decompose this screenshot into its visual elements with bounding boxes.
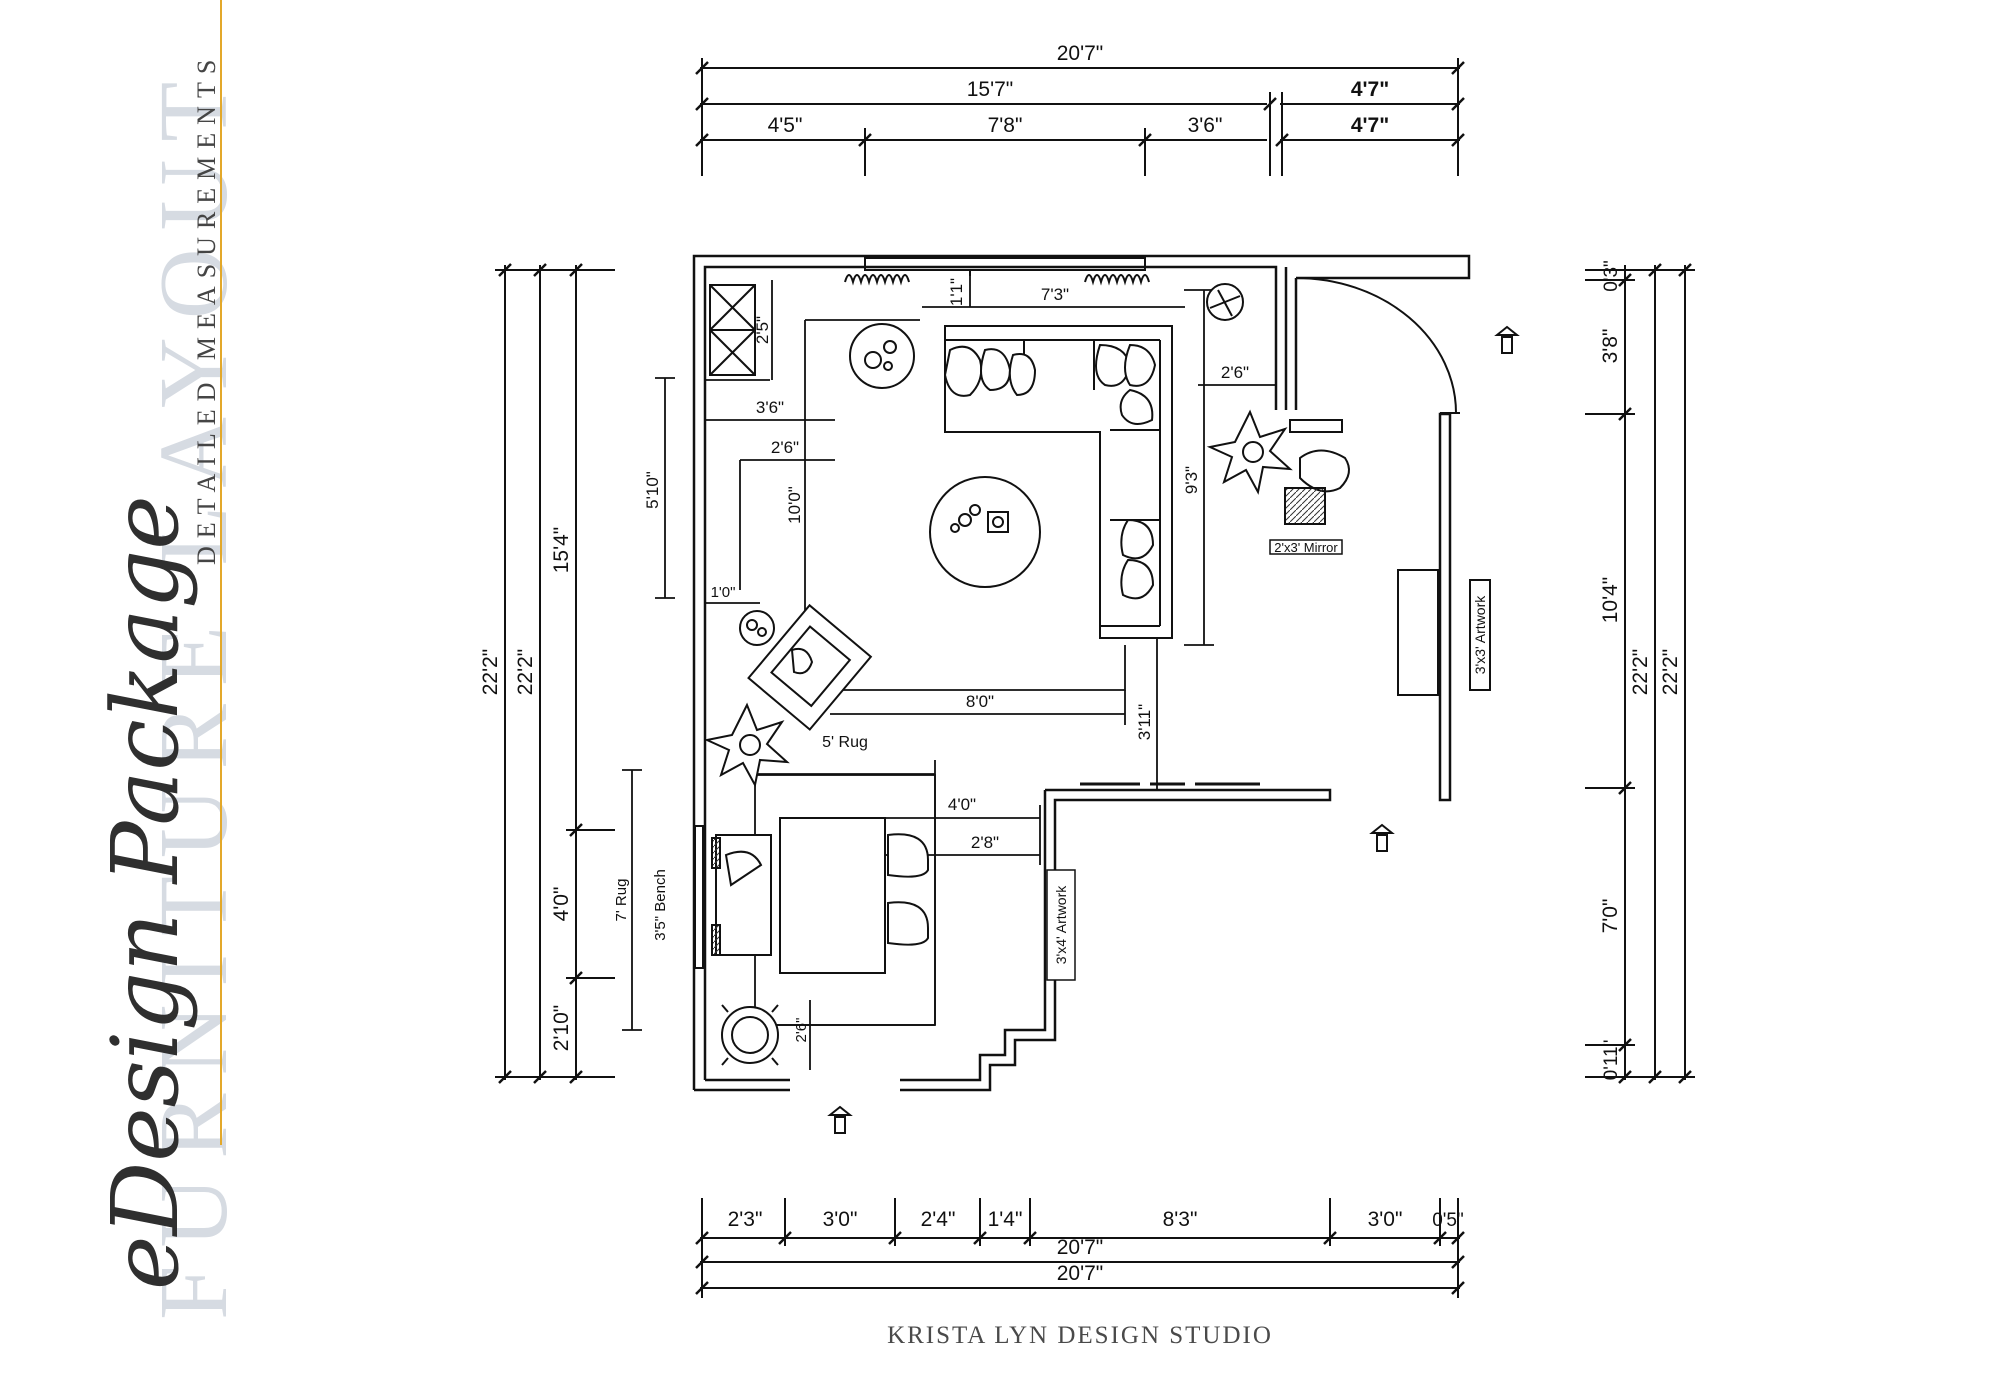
label-sofa-depth: 9'3" (1182, 466, 1201, 494)
dim-bottom-total-a: 20'7" (1057, 1236, 1104, 1259)
dim-top-seg4: 4'7" (1351, 114, 1389, 137)
label-walkway: 3'11" (1135, 704, 1154, 740)
label-chair-gap: 1'0" (711, 584, 736, 601)
label-artwork-right: 3'x3' Artwork (1472, 595, 1488, 674)
label-sofa-to-door: 2'6" (1221, 363, 1249, 382)
label-chair-bottom: 2'6" (793, 1018, 810, 1043)
dim-right-seg5: 0'11" (1601, 1040, 1622, 1081)
cabinet (709, 284, 756, 376)
label-wall-span: 5'10" (643, 471, 662, 509)
label-stool-clearance: 2'8" (971, 833, 999, 852)
dim-bottom-seg7: 0'5" (1432, 1210, 1464, 1231)
label-artwork-left: 3'x4' Artwork (1053, 885, 1069, 964)
dim-bottom-seg4: 1'4" (988, 1208, 1023, 1231)
dim-top-right: 4'7" (1351, 78, 1389, 101)
entry-arrow-top (1494, 325, 1520, 354)
label-rug-depth: 10'0" (785, 486, 804, 524)
label-rug-5: 5' Rug (822, 734, 868, 751)
label-chair-clearance: 2'6" (771, 438, 799, 457)
left-window (694, 825, 704, 969)
dim-right-total-a: 22'2" (1629, 649, 1652, 696)
label-rug-7: 7' Rug (613, 879, 630, 922)
dim-right-seg1: 0'3" (1601, 260, 1622, 292)
entry-console (1284, 419, 1350, 525)
top-windows (844, 257, 1150, 286)
left-dimensions (495, 263, 615, 1084)
dim-left-upper: 15'4" (550, 527, 573, 574)
top-dimensions (695, 58, 1465, 176)
dim-bottom-seg2: 3'0" (823, 1208, 858, 1231)
dim-right-total-b: 22'2" (1659, 649, 1682, 696)
dim-top-left: 15'7" (967, 78, 1014, 101)
dim-bottom-total-b: 20'7" (1057, 1262, 1104, 1285)
plant-left (703, 702, 790, 788)
dim-bottom-seg3: 2'4" (921, 1208, 956, 1231)
studio-name: KRISTA LYN DESIGN STUDIO (887, 1322, 1273, 1349)
entry-arrow-mid (1369, 823, 1395, 852)
label-sofa-top-gap: 1'1" (947, 278, 966, 306)
dim-right-seg2: 3'8" (1599, 329, 1622, 364)
label-table-clearance: 4'0" (948, 795, 976, 814)
bottom-dimensions (695, 1198, 1465, 1298)
dim-top-seg1: 4'5" (768, 114, 803, 137)
door-swing (1295, 277, 1457, 414)
side-table-top (849, 323, 915, 389)
label-bench: 3'5" Bench (652, 869, 669, 941)
accent-chair (721, 1004, 779, 1066)
armchair (747, 603, 873, 731)
sidebar: FURNITURE LAYOUT DETAILED MEASUREMENTS e… (0, 0, 248, 1320)
dim-left-total-outer: 22'2" (479, 649, 502, 696)
dim-right-seg4: 7'0" (1599, 899, 1622, 934)
label-cabinet-depth: 2'5" (753, 316, 772, 344)
dim-bottom-seg6: 3'0" (1368, 1208, 1403, 1231)
dim-top-seg3: 3'6" (1188, 114, 1223, 137)
label-sofa-width: 7'3" (1041, 285, 1069, 304)
label-mirror: 2'x3' Mirror (1274, 540, 1338, 555)
right-console (1397, 569, 1491, 696)
mirror-box (1269, 539, 1343, 555)
coffee-table (929, 476, 1041, 588)
stool (1206, 283, 1244, 321)
label-rug-width: 8'0" (966, 692, 994, 711)
dim-left-mid: 4'0" (550, 887, 573, 922)
right-dimensions (1585, 263, 1695, 1084)
dim-bottom-seg5: 8'3" (1163, 1208, 1198, 1231)
dim-top-seg2: 7'8" (988, 114, 1023, 137)
accent-divider (220, 0, 222, 1145)
dim-right-seg3: 10'4" (1599, 577, 1622, 624)
dim-top-total: 20'7" (1057, 42, 1104, 65)
left-artwork-frame (1046, 869, 1076, 981)
dim-bottom-seg1: 2'3" (728, 1208, 763, 1231)
entry-arrow-bottom (827, 1105, 853, 1134)
label-rug-to-wall: 3'6" (756, 398, 784, 417)
side-table-small (739, 610, 775, 646)
dining-table (711, 817, 929, 974)
dim-left-total-inner: 22'2" (514, 649, 537, 696)
plant-right (1206, 409, 1293, 495)
dim-left-lower: 2'10" (550, 1005, 573, 1052)
sectional-sofa (943, 325, 1173, 639)
